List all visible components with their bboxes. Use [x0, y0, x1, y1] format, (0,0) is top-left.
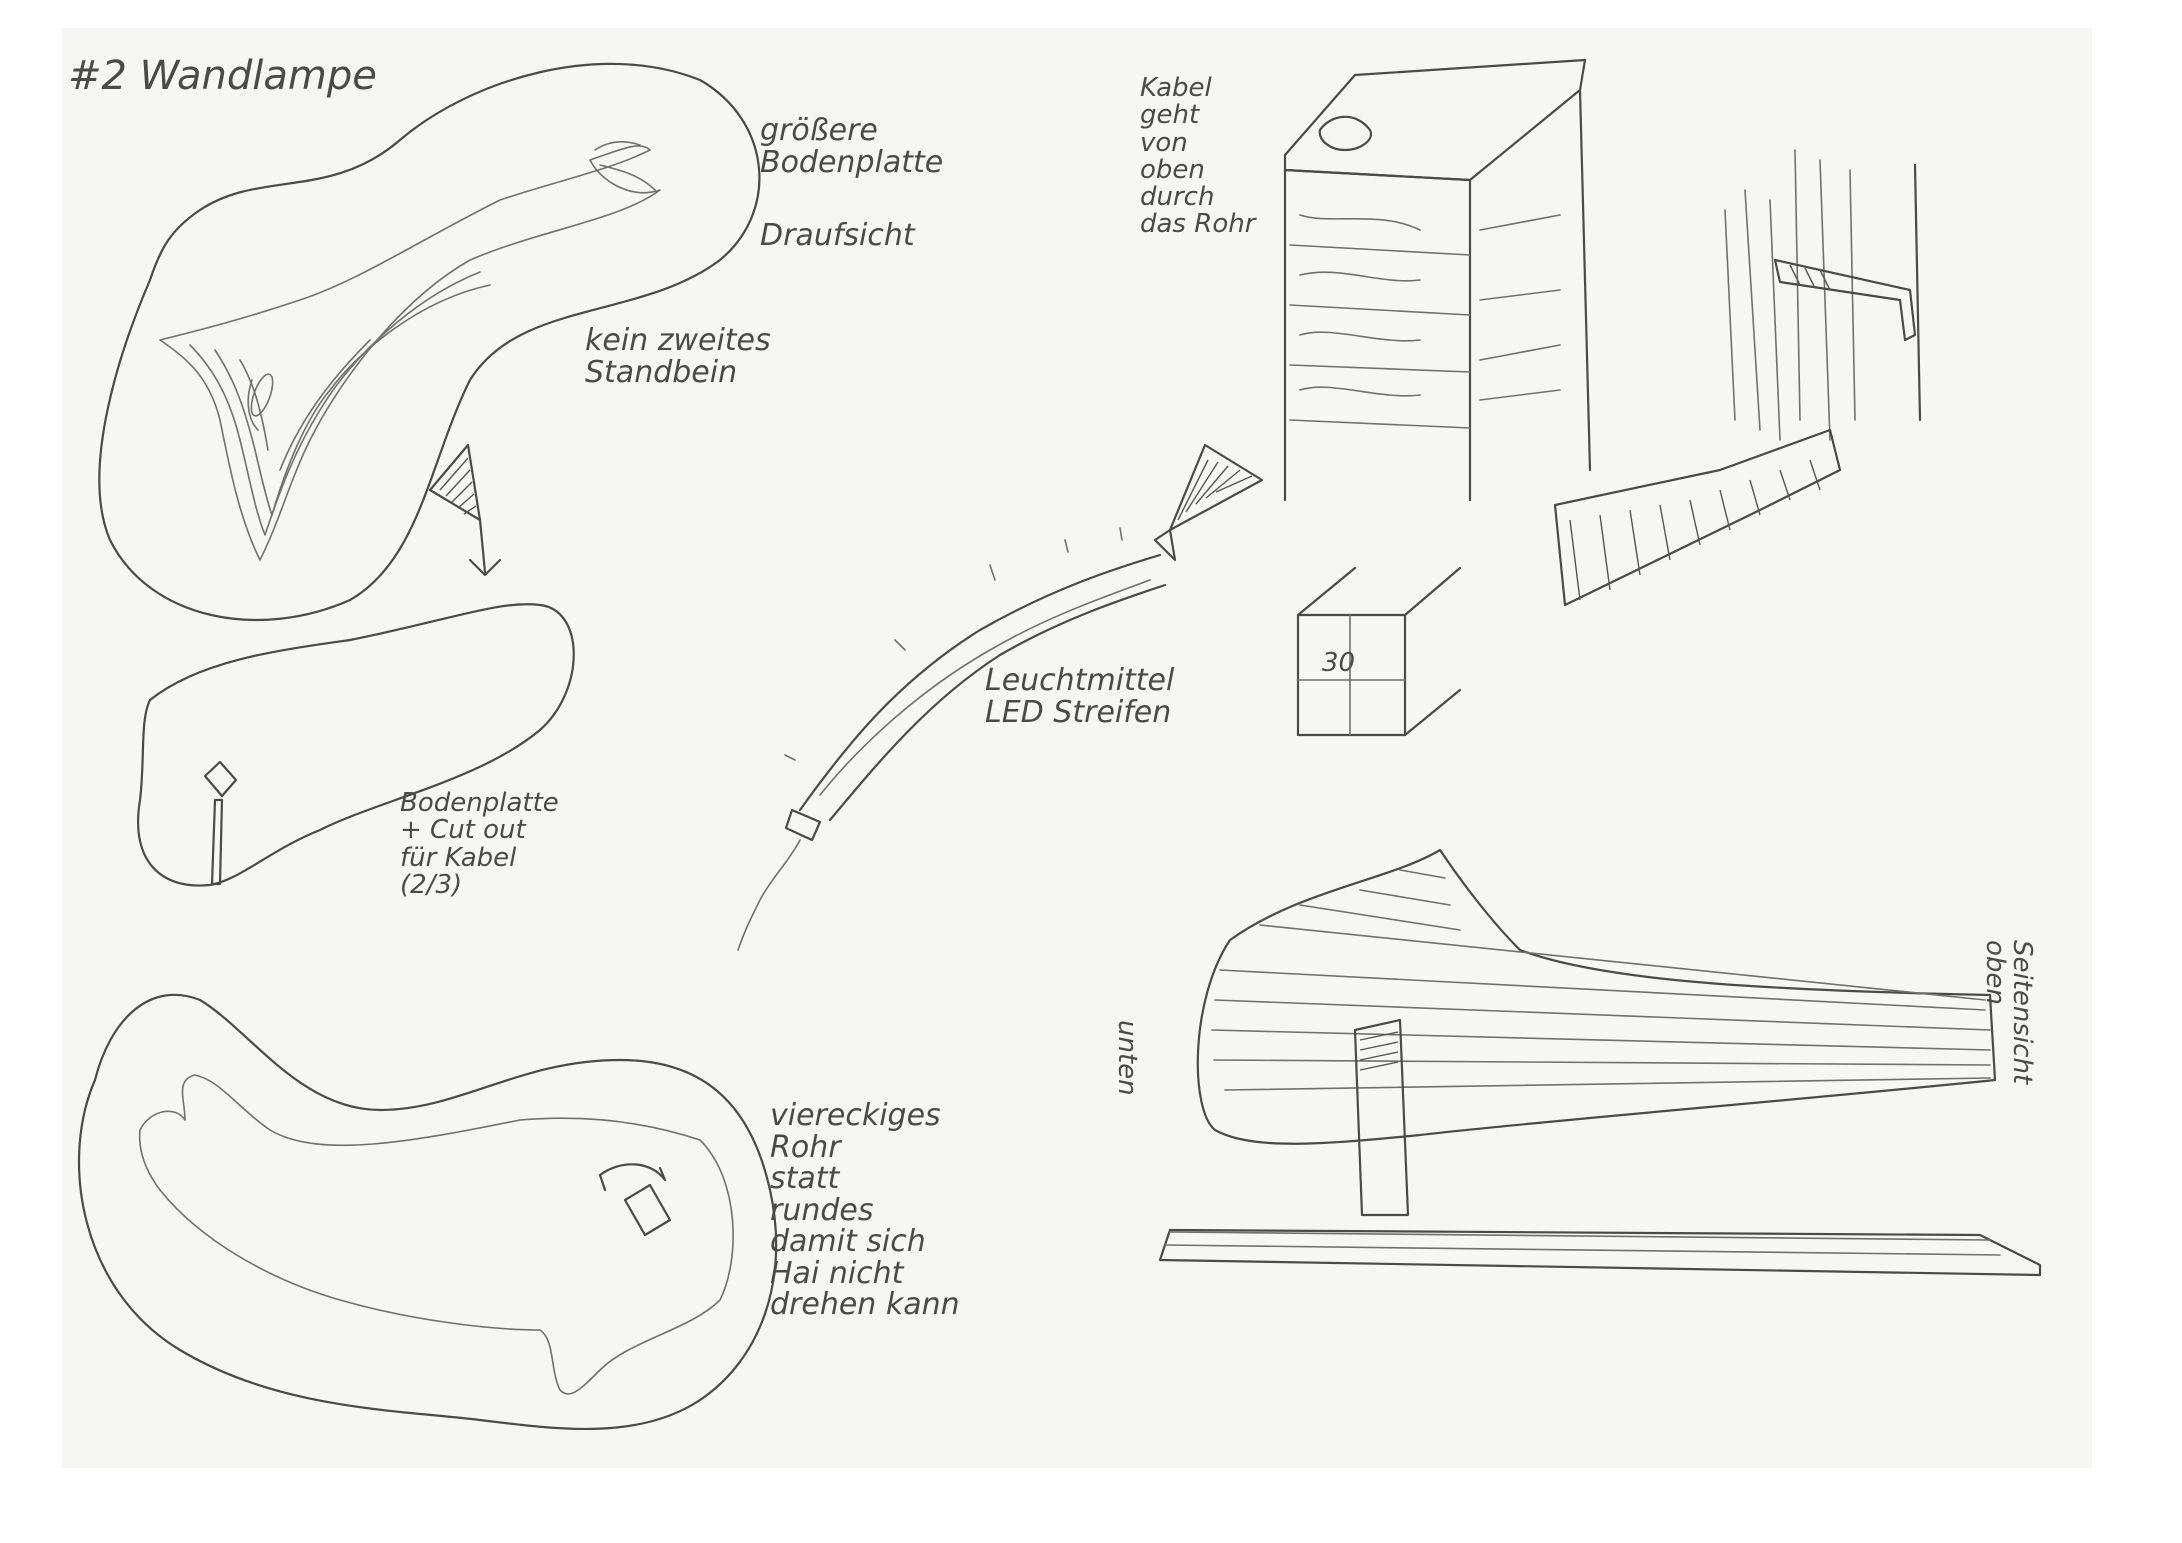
label-side-view-top: Seitensicht oben [1979, 940, 2037, 1085]
side-view-sketch [1158, 848, 2042, 1277]
square-tube-sketch [1283, 58, 1592, 502]
dimension-box-sketch [1296, 566, 1462, 737]
label-square-tube: viereckiges Rohr statt rundes damit sich… [770, 1098, 960, 1322]
label-cable: Kabel geht von oben durch das Rohr [1140, 73, 1256, 240]
label-side-view-bottom: unten [1112, 1020, 1142, 1096]
shark-square-tube-sketch [77, 993, 778, 1431]
sketch-title: #2 Wandlampe [68, 53, 377, 99]
arrow-1-hatched [428, 443, 502, 577]
arrow-2-hatched [1153, 443, 1264, 562]
shark-topview-sketch [98, 62, 761, 622]
wall-mount-sketch [1724, 149, 1922, 441]
label-larger-baseplate: größere Bodenplatte [760, 113, 944, 180]
label-top-view: Draufsicht [760, 218, 915, 253]
arrow-3-hatched [1553, 428, 1842, 607]
paper-scan [62, 28, 2092, 1468]
led-strip-sketch [737, 527, 1167, 951]
label-no-second-leg: kein zweites Standbein [585, 323, 771, 390]
label-dimension: 30 [1322, 648, 1356, 678]
label-baseplate-cutout: Bodenplatte + Cut out für Kabel (2/3) [400, 788, 559, 900]
label-led: Leuchtmittel LED Streifen [985, 663, 1175, 730]
baseplate-cutout-sketch [137, 603, 575, 887]
